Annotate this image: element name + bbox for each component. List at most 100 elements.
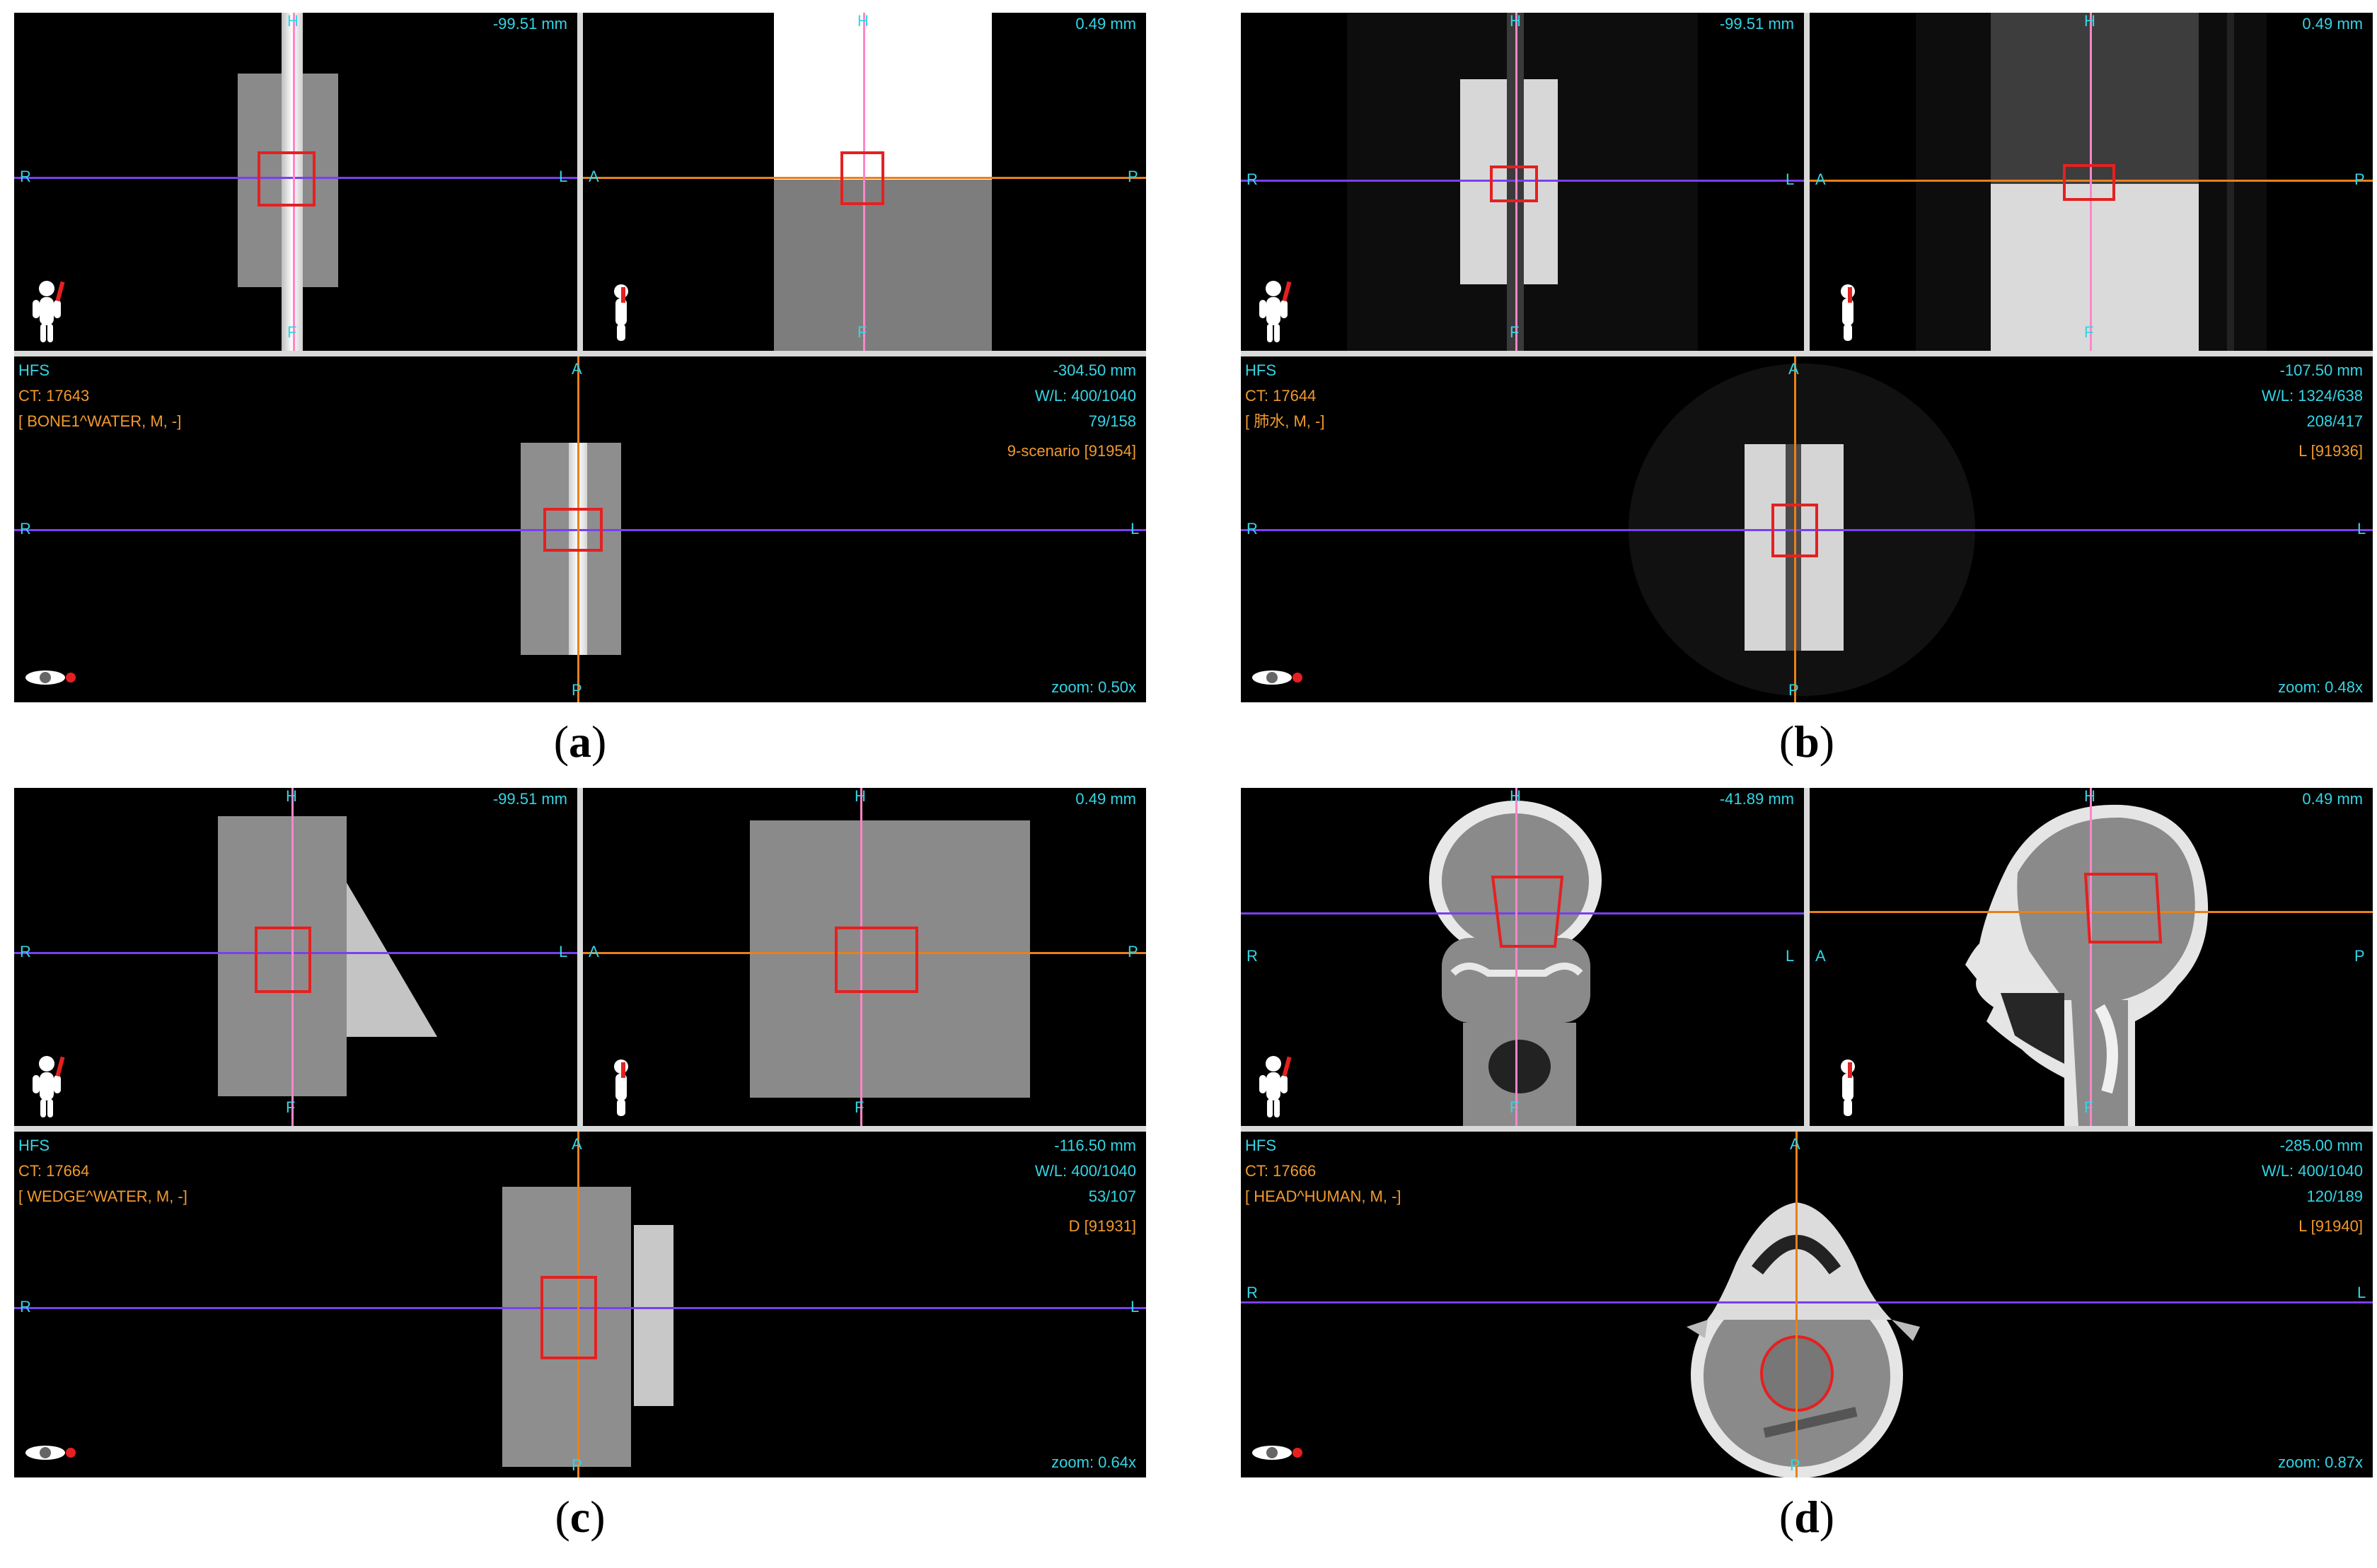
orient-left: R	[1247, 520, 1258, 538]
orient-top: H	[1510, 788, 1521, 805]
orientation-label: HFS	[18, 1137, 50, 1154]
depth-label: -41.89 mm	[1719, 790, 1794, 808]
depth-label: -99.51 mm	[1719, 15, 1794, 33]
material-label: [ BONE1^WATER, M, -]	[18, 412, 182, 430]
lung-region	[1991, 13, 2199, 184]
sagittal-view[interactable]: 0.49 mm H F A P	[583, 13, 1146, 351]
orient-bottom: F	[287, 323, 297, 341]
crosshair-vertical[interactable]	[2090, 13, 2092, 351]
roi-box[interactable]	[543, 508, 603, 552]
panel-a: -99.51 mm H F R L 0.49 mm H F A P	[14, 13, 1146, 702]
position-label: -116.50 mm	[1054, 1137, 1136, 1154]
crosshair-vertical[interactable]	[1794, 356, 1796, 702]
roi-box[interactable]	[2083, 871, 2163, 945]
crosshair-vertical[interactable]	[860, 788, 862, 1126]
orient-left: R	[20, 520, 31, 538]
depth-label: 0.49 mm	[1075, 790, 1136, 808]
coronal-view[interactable]: -99.51 mm H F R L	[1241, 13, 1804, 351]
window-level-label: W/L: 400/1040	[2261, 1162, 2363, 1180]
material-label: [ HEAD^HUMAN, M, -]	[1245, 1187, 1401, 1205]
crosshair-horizontal[interactable]	[14, 952, 577, 954]
roi-box[interactable]	[840, 151, 884, 205]
crosshair-vertical[interactable]	[577, 1132, 579, 1477]
person-orientation-icon	[1841, 1059, 1855, 1116]
orient-left: R	[20, 168, 31, 185]
orient-top: A	[572, 1135, 582, 1153]
orient-bottom: F	[1510, 323, 1520, 341]
roi-box[interactable]	[255, 927, 311, 993]
crosshair-horizontal[interactable]	[1241, 529, 2373, 531]
axial-view[interactable]: HFS CT: 17644 [ 肺水, M, -] -107.50 mm W/L…	[1241, 356, 2373, 702]
roi-box[interactable]	[2063, 164, 2115, 201]
zoom-label: zoom: 0.48x	[2278, 678, 2363, 696]
orient-top: H	[855, 788, 866, 805]
roi-box[interactable]	[1490, 874, 1565, 949]
orient-left: R	[20, 1298, 31, 1316]
crosshair-vertical[interactable]	[863, 13, 865, 351]
roi-box[interactable]	[835, 927, 918, 993]
coronal-view[interactable]: -99.51 mm H F R L	[14, 13, 577, 351]
scenario-label: 9-scenario [91954]	[1007, 442, 1136, 460]
crosshair-vertical[interactable]	[1515, 13, 1517, 351]
axial-view[interactable]: HFS CT: 17666 [ HEAD^HUMAN, M, -] -285.0…	[1241, 1132, 2373, 1477]
crosshair-vertical[interactable]	[577, 356, 579, 702]
caption-c: (c)	[555, 1492, 606, 1542]
wedge-shape	[347, 883, 437, 1037]
orient-right: P	[2354, 947, 2365, 965]
orient-top: H	[2084, 788, 2095, 805]
window-level-label: W/L: 1324/638	[2261, 387, 2363, 405]
head-coronal-image	[1429, 801, 1602, 1126]
material-label: [ WEDGE^WATER, M, -]	[18, 1187, 187, 1205]
lung-insert	[1786, 444, 1801, 651]
orient-left: A	[1815, 170, 1826, 188]
roi-box[interactable]	[258, 151, 316, 207]
zoom-label: zoom: 0.50x	[1051, 678, 1136, 696]
panel-b: -99.51 mm H F R L 0.49 mm H F A P	[1241, 13, 2373, 702]
slice-label: 208/417	[2306, 412, 2363, 430]
edge-strip	[2227, 13, 2234, 351]
person-orientation-icon	[1841, 284, 1855, 341]
crosshair-horizontal[interactable]	[1241, 180, 1804, 182]
crosshair-vertical[interactable]	[1515, 788, 1517, 1126]
crosshair-vertical[interactable]	[291, 788, 294, 1126]
sagittal-view[interactable]: 0.49 mm H F A P	[583, 788, 1146, 1126]
crosshair-horizontal[interactable]	[14, 1307, 1146, 1309]
crosshair-vertical[interactable]	[1795, 1132, 1798, 1477]
orient-left: R	[1247, 947, 1258, 965]
orient-bottom: F	[2084, 1098, 2094, 1116]
depth-label: 0.49 mm	[1075, 15, 1136, 33]
crosshair-horizontal[interactable]	[14, 177, 577, 179]
bone-insert	[282, 13, 303, 351]
coronal-view[interactable]: -99.51 mm H F R L	[14, 788, 577, 1126]
crosshair-horizontal[interactable]	[14, 529, 1146, 531]
crosshair-vertical[interactable]	[2090, 788, 2092, 1126]
phantom-block	[1991, 184, 2199, 351]
sagittal-view[interactable]: 0.49 mm H F A P	[1810, 13, 2373, 351]
axial-view[interactable]: HFS CT: 17664 [ WEDGE^WATER, M, -] -116.…	[14, 1132, 1146, 1477]
orient-top: A	[572, 360, 582, 378]
roi-box[interactable]	[540, 1276, 597, 1359]
person-orientation-icon	[614, 1059, 628, 1116]
scenario-label: L [91936]	[2298, 442, 2363, 460]
window-level-label: W/L: 400/1040	[1034, 1162, 1136, 1180]
orient-bottom: F	[286, 1098, 296, 1116]
crosshair-horizontal[interactable]	[1241, 912, 1804, 914]
material-label: [ 肺水, M, -]	[1245, 412, 1325, 430]
orient-right: L	[1130, 1298, 1140, 1316]
panel-d: -41.89 mm H F R L 0.49 mm H F A P	[1241, 788, 2373, 1477]
sagittal-view[interactable]: 0.49 mm H F A P	[1810, 788, 2373, 1126]
orient-right: L	[559, 168, 568, 185]
orient-top: A	[1788, 360, 1799, 378]
crosshair-horizontal[interactable]	[1241, 1301, 2373, 1303]
orientation-label: HFS	[1245, 361, 1276, 379]
roi-box[interactable]	[1771, 504, 1818, 557]
crosshair-horizontal[interactable]	[583, 952, 1146, 954]
roi-box[interactable]	[1490, 165, 1538, 202]
person-orientation-icon	[33, 1056, 65, 1117]
crosshair-vertical[interactable]	[293, 13, 295, 351]
person-orientation-icon	[1259, 1056, 1292, 1117]
depth-label: 0.49 mm	[2302, 15, 2363, 33]
axial-view[interactable]: HFS CT: 17643 [ BONE1^WATER, M, -] -304.…	[14, 356, 1146, 702]
phantom-block	[750, 820, 1030, 1098]
coronal-view[interactable]: -41.89 mm H F R L	[1241, 788, 1804, 1126]
